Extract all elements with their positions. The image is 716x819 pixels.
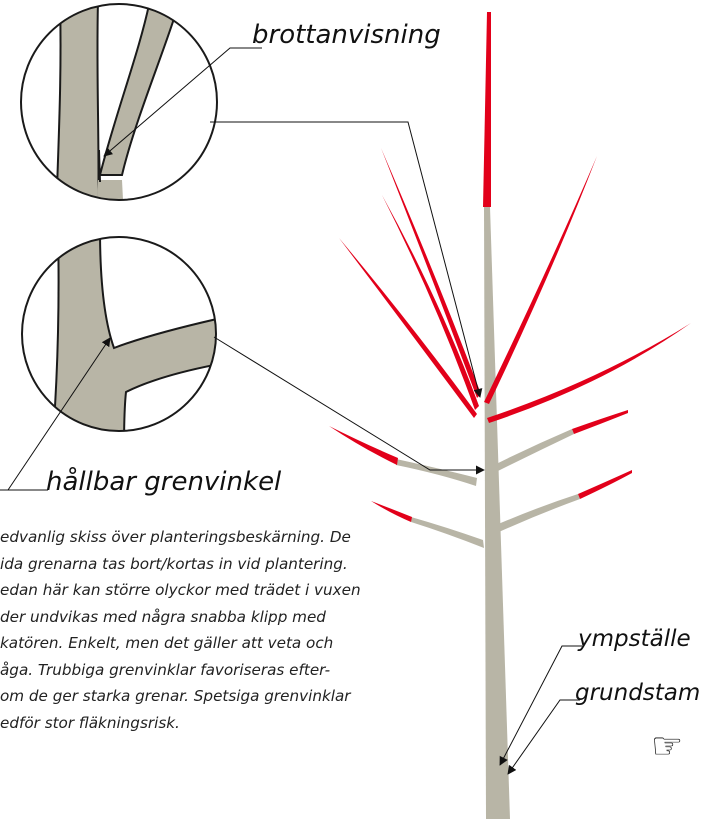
caption-line: ida grenarna tas bort/kortas in vid plan…	[0, 551, 408, 578]
branch-left-3-removed	[339, 238, 477, 418]
caption-line: katören. Enkelt, men det gäller att veta…	[0, 630, 408, 657]
caption-line: edför stor fläkningsrisk.	[0, 710, 408, 737]
grund-pointer	[508, 700, 580, 774]
leader-tip-removed	[483, 12, 491, 207]
detail-circle-brottanvisning	[21, 0, 217, 220]
branch-left-low	[411, 517, 484, 548]
top-circle-connector	[210, 122, 480, 397]
branch-lower-right-tip-removed	[572, 410, 628, 434]
branch-left-2-removed	[382, 195, 479, 410]
branch-lower-left	[396, 459, 477, 486]
detail-circle-hallbar-grenvinkel	[22, 230, 230, 450]
label-brottanvisning: brottanvisning	[252, 20, 441, 50]
caption-line: edvanlig skiss över planteringsbeskärnin…	[0, 524, 408, 551]
caption-line: åga. Trubbiga grenvinklar favoriseras ef…	[0, 657, 408, 684]
branch-lower-right	[488, 429, 574, 476]
trunk	[484, 207, 510, 819]
label-hallbar-grenvinkel: hållbar grenvinkel	[46, 467, 281, 497]
branch-right-low	[489, 494, 580, 536]
branch-left-1-removed	[381, 148, 481, 398]
branch-left-low-tip-removed	[371, 501, 412, 522]
bottom-circle-connector	[214, 337, 484, 470]
pointing-hand-icon[interactable]: ☞	[651, 729, 683, 765]
caption-line: om de ger starka grenar. Spetsiga grenvi…	[0, 683, 408, 710]
branch-right-low-tip-removed	[578, 470, 632, 499]
branch-lower-left-tip-removed	[329, 426, 398, 465]
caption-line: der undvikas med några snabba klipp med	[0, 604, 408, 631]
caption-text: edvanlig skiss över planteringsbeskärnin…	[0, 524, 408, 736]
label-grundstam: grundstam	[575, 680, 700, 706]
ymp-pointer	[500, 646, 582, 765]
caption-line: edan här kan större olyckor med trädet i…	[0, 577, 408, 604]
label-ympstalle: ympställe	[578, 626, 691, 652]
branch-right-1-removed	[484, 156, 597, 404]
